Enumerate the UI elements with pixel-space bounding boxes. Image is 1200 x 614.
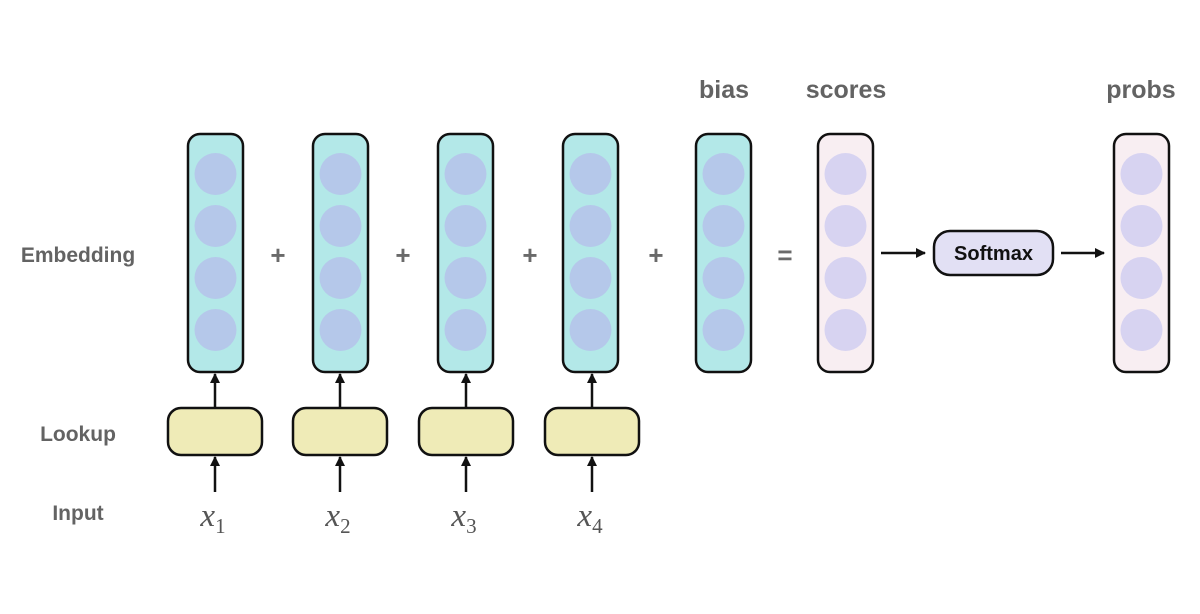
row-label-lookup: Lookup [40, 423, 116, 446]
input-variable-4: x4 [576, 498, 603, 538]
input-variable-3: x3 [450, 498, 476, 538]
column-label-bias: bias [699, 76, 749, 104]
vector-cell [702, 205, 745, 247]
row-label-input: Input [52, 502, 103, 525]
lookup-box-4 [543, 406, 641, 457]
softmax-label: Softmax [954, 243, 1033, 265]
vector-cell [702, 153, 745, 195]
plus-operator: + [395, 240, 410, 270]
vector-cell [1120, 309, 1163, 351]
vector-cell [194, 205, 237, 247]
embedding-vector-3 [436, 132, 495, 374]
probs-vector [1112, 132, 1171, 374]
vector-cell [1120, 257, 1163, 299]
column-label-scores: scores [806, 76, 887, 104]
column-label-probs: probs [1106, 76, 1175, 104]
scores-vector [816, 132, 875, 374]
vector-cell [319, 257, 362, 299]
lookup-box-2 [291, 406, 389, 457]
vector-cell [194, 257, 237, 299]
embedding-vector-2 [311, 132, 370, 374]
lookup-box-3 [417, 406, 515, 457]
softmax-box [932, 229, 1055, 277]
vector-cell [444, 205, 487, 247]
vector-cell [194, 153, 237, 195]
vector-cell [824, 257, 867, 299]
embedding-vector-4 [561, 132, 620, 374]
vector-cell [319, 153, 362, 195]
vector-cell [569, 309, 612, 351]
plus-operator: + [270, 240, 285, 270]
lookup-box-1 [166, 406, 264, 457]
vector-cell [1120, 205, 1163, 247]
vector-cell [444, 309, 487, 351]
embedding-vector-1 [186, 132, 245, 374]
vector-cell [444, 153, 487, 195]
input-variable-2: x2 [324, 498, 350, 538]
vector-cell [319, 205, 362, 247]
vector-cell [569, 257, 612, 299]
vector-cell [444, 257, 487, 299]
plus-operator: + [648, 240, 663, 270]
input-variable-1: x1 [199, 498, 225, 538]
plus-operator: + [522, 240, 537, 270]
vector-cell [702, 309, 745, 351]
vector-cell [319, 309, 362, 351]
vector-cell [702, 257, 745, 299]
vector-cell [824, 309, 867, 351]
equals-operator: = [777, 240, 792, 270]
vector-cell [194, 309, 237, 351]
vector-cell [1120, 153, 1163, 195]
row-label-embedding: Embedding [21, 244, 135, 267]
vector-cell [824, 153, 867, 195]
vector-cell [824, 205, 867, 247]
vector-cell [569, 205, 612, 247]
bias-vector [694, 132, 753, 374]
vector-cell [569, 153, 612, 195]
